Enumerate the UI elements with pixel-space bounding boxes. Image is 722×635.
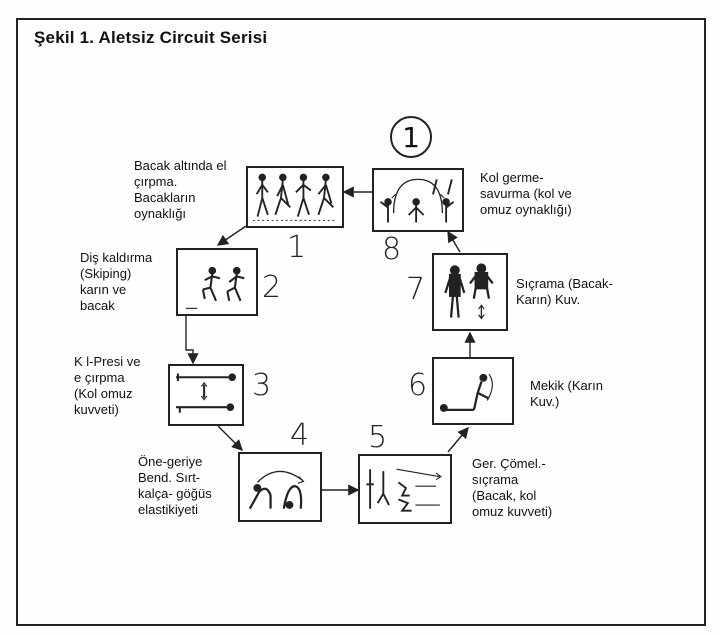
- arrow-3-to-4: [217, 425, 243, 451]
- figure-frame: [16, 18, 706, 626]
- station-5-number: 5: [368, 420, 388, 455]
- start-marker: 1: [390, 116, 432, 158]
- start-marker-number: 1: [402, 120, 420, 154]
- arrow-2-to-3: [185, 316, 199, 365]
- station-7-label: Sıçrama (Bacak- Karın) Kuv.: [516, 276, 613, 307]
- arrow-7-to-8: [447, 230, 461, 253]
- station-4-number: 4: [290, 418, 310, 453]
- squat-jump-figures-icon: [366, 468, 442, 512]
- station-6-number: 6: [408, 368, 428, 403]
- bend-figures-icon: [248, 470, 305, 510]
- station-2-label: Diş kaldırma (Skiping) karın ve bacak: [80, 250, 153, 313]
- station-3-box: [168, 364, 244, 426]
- station-3-number: 3: [252, 368, 272, 403]
- situp-figure-icon: [439, 373, 493, 412]
- station-7-number: 7: [406, 272, 426, 307]
- arrow-5-to-6: [447, 426, 469, 453]
- station-1-label: Bacak altında el çırpma. Bacakların oyna…: [134, 158, 227, 221]
- station-5-label: Ger. Çömel.- sıçrama (Bacak, kol omuz ku…: [472, 456, 553, 519]
- station-1-box: [246, 166, 344, 228]
- skipping-figures-icon: [185, 266, 245, 309]
- station-8-box: [372, 168, 464, 232]
- station-6-label: Mekik (Karın Kuv.): [530, 378, 603, 409]
- station-4-box: [238, 452, 322, 522]
- station-5-box: [358, 454, 452, 524]
- station-7-box: [432, 253, 508, 331]
- station-1-number: 1: [287, 230, 307, 265]
- jump-figures-icon: [444, 263, 494, 320]
- figure-title: Şekil 1. Aletsiz Circuit Serisi: [34, 28, 268, 47]
- station-3-label: K l-Presi ve e çırpma (Kol omuz kuvveti): [74, 354, 141, 417]
- station-8-label: Kol germe- savurma (kol ve omuz oynaklığ…: [480, 170, 572, 217]
- station-2-number: 2: [262, 270, 282, 305]
- station-2-box: [176, 248, 258, 316]
- station-8-number: 8: [382, 232, 402, 267]
- arm-press-figures-icon: [176, 373, 237, 413]
- arrow-1-to-2: [216, 225, 247, 246]
- station-4-label: Öne-geriye Bend. Sırt- kalça- göğüs elas…: [138, 454, 212, 517]
- arm-swing-figures-icon: [379, 178, 455, 223]
- leg-clap-figures-icon: [252, 173, 338, 221]
- station-6-box: [432, 357, 514, 425]
